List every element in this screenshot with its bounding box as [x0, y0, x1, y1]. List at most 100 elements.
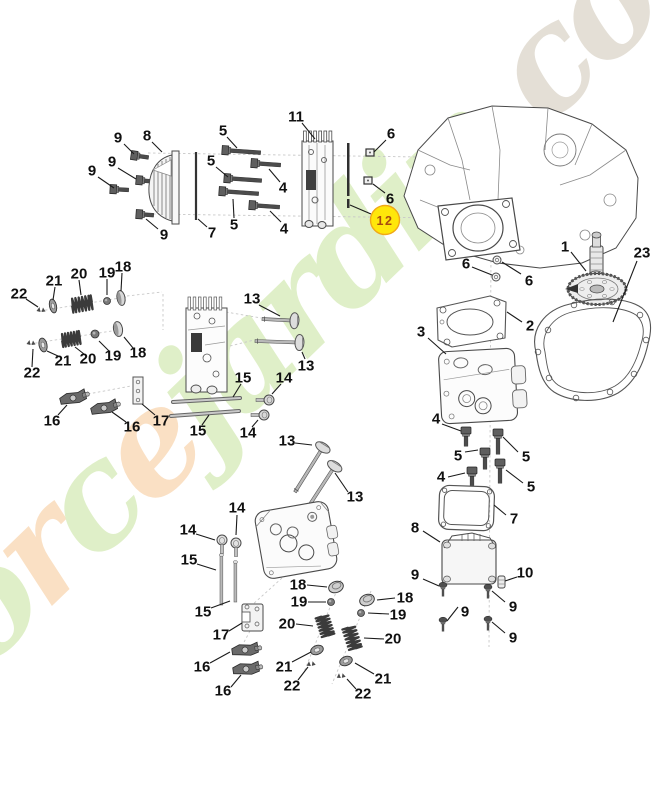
- part-label-13: 13: [347, 489, 364, 506]
- pivot-bolt-14: [216, 534, 228, 554]
- cylinder-head-iso: [254, 501, 340, 579]
- part-label-14: 14: [229, 500, 246, 517]
- clip-6: [365, 148, 375, 157]
- rocker-arm-16: [59, 388, 90, 405]
- valve-spring-20: [314, 614, 336, 639]
- valve-13: [254, 334, 305, 352]
- part-label-9: 9: [509, 630, 517, 647]
- head-bolt-5: [494, 458, 506, 484]
- part-label-16: 16: [124, 419, 141, 436]
- part-label-6: 6: [387, 126, 395, 143]
- spring-retainer-21: [38, 337, 48, 353]
- part-label-20: 20: [279, 616, 296, 633]
- part-label-9: 9: [114, 130, 122, 147]
- valve-13: [261, 312, 300, 330]
- valve-keeper-22: [26, 340, 36, 345]
- part-label-18: 18: [115, 259, 132, 276]
- bolt-4: [250, 158, 281, 169]
- part-label-23: 23: [634, 245, 651, 262]
- part-label-22: 22: [24, 365, 41, 382]
- head-bolt-4: [460, 426, 472, 447]
- head-bolt-4: [466, 466, 478, 487]
- part-label-6: 6: [525, 273, 533, 290]
- part-label-19: 19: [105, 348, 122, 365]
- part-label-22: 22: [11, 286, 28, 303]
- part-label-22: 22: [284, 678, 301, 695]
- bolt-9: [135, 209, 155, 220]
- part-label-13: 13: [279, 433, 296, 450]
- valve-keeper-22: [336, 673, 346, 679]
- cylinder-head-side-view: [185, 296, 228, 395]
- part-label-16: 16: [44, 413, 61, 430]
- part-label-21: 21: [375, 671, 392, 688]
- bolt-4: [248, 200, 280, 211]
- valve-13: [293, 441, 331, 494]
- bolt-9: [129, 150, 150, 161]
- part-label-5: 5: [230, 217, 238, 234]
- valve-keeper-22: [306, 661, 316, 667]
- screw-9: [438, 616, 448, 632]
- part-label-4: 4: [437, 469, 446, 486]
- part-label-21: 21: [55, 353, 72, 370]
- highlighted-callout-12[interactable]: 12: [369, 204, 401, 236]
- rocker-arm-16: [90, 398, 121, 415]
- head-bolt-5: [492, 428, 504, 455]
- screw-9: [483, 583, 493, 599]
- pin-10: [497, 575, 506, 589]
- part-label-14: 14: [180, 522, 197, 539]
- part-label-9: 9: [461, 604, 469, 621]
- part-label-19: 19: [390, 607, 407, 624]
- leader-lines: [25, 122, 638, 690]
- part-label-5: 5: [454, 448, 462, 465]
- cover-8: [148, 150, 180, 225]
- part-label-18: 18: [290, 577, 307, 594]
- part-label-15: 15: [235, 370, 252, 387]
- bolt-5: [218, 186, 259, 197]
- part-label-8: 8: [143, 128, 151, 145]
- part-label-9: 9: [160, 227, 168, 244]
- part-label-21: 21: [46, 273, 63, 290]
- part-label-7: 7: [208, 225, 216, 242]
- pivot-bolt-14: [230, 537, 242, 557]
- crankcase-gasket-23: [534, 298, 652, 402]
- spring-retainer-21: [48, 298, 58, 314]
- dowel-pin-6: [492, 255, 502, 265]
- part-label-16: 16: [215, 683, 232, 700]
- spring-cap-18: [359, 593, 375, 607]
- parts: [26, 105, 652, 679]
- valve-seal-19: [103, 297, 111, 305]
- valve-seal-19: [327, 598, 335, 606]
- valve-seal-19: [90, 329, 100, 339]
- tube-12: [347, 143, 350, 208]
- part-label-21: 21: [276, 659, 293, 676]
- part-label-17: 17: [153, 413, 170, 430]
- push-rod-15: [171, 396, 242, 404]
- part-label-4: 4: [432, 411, 441, 428]
- bolt-5: [223, 173, 262, 184]
- valve-keeper-22: [36, 307, 46, 312]
- valve-cover-8: [441, 532, 497, 585]
- part-label-11: 11: [288, 109, 304, 126]
- part-label-16: 16: [194, 659, 211, 676]
- part-label-22: 22: [355, 686, 372, 703]
- spring-cap-18: [116, 290, 126, 306]
- part-label-17: 17: [213, 627, 230, 644]
- guide-plate-17: [241, 603, 264, 632]
- screw-9: [438, 581, 448, 597]
- spring-cap-18: [328, 580, 344, 594]
- part-label-5: 5: [527, 479, 535, 496]
- part-label-4: 4: [280, 221, 289, 238]
- part-label-10: 10: [517, 565, 534, 582]
- rocker-arm-16: [232, 660, 264, 675]
- part-label-5: 5: [522, 449, 530, 466]
- bolt-5: [221, 145, 261, 156]
- part-label-5: 5: [207, 153, 215, 170]
- part-label-20: 20: [80, 351, 97, 368]
- push-rod-15: [169, 409, 241, 418]
- part-label-1: 1: [561, 239, 569, 256]
- part-label-19: 19: [291, 594, 308, 611]
- head-bolt-5: [479, 447, 491, 470]
- part-label-18: 18: [130, 345, 147, 362]
